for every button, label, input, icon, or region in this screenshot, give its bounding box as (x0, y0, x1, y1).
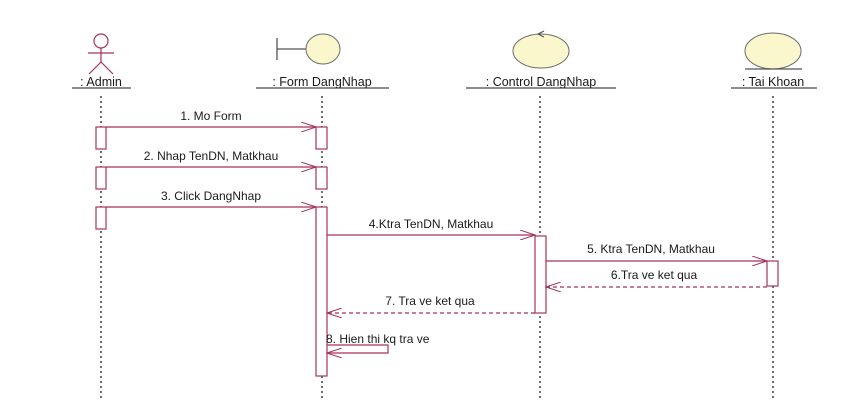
actor-icon (88, 33, 114, 75)
participant-form[interactable]: : Form DangNhap (256, 33, 389, 89)
message-2[interactable]: 2. Nhap TenDN, Matkhau (106, 149, 316, 167)
message-6[interactable]: 6.Tra ve ket qua (546, 268, 767, 287)
message-8[interactable]: 8. Hien thi kq tra ve (326, 332, 430, 353)
message-arrow (327, 344, 389, 353)
activation-admin-2 (95, 166, 107, 190)
message-label: 8. Hien thi kq tra ve (326, 332, 430, 346)
control-icon (512, 30, 570, 69)
message-label: 3. Click DangNhap (161, 189, 261, 203)
message-label: 4.Ktra TenDN, Matkhau (369, 217, 494, 231)
message-4[interactable]: 4.Ktra TenDN, Matkhau (327, 217, 535, 235)
message-3[interactable]: 3. Click DangNhap (106, 189, 316, 207)
participant-control[interactable]: : Control DangNhap (466, 30, 616, 89)
participant-taikhoan[interactable]: : Tai Khoan (731, 32, 817, 89)
activation-admin-1 (95, 126, 107, 150)
entity-icon (744, 32, 802, 70)
participant-label: : Tai Khoan (742, 75, 804, 89)
participant-admin[interactable]: : Admin (72, 33, 131, 89)
message-label: 1. Mo Form (180, 109, 241, 123)
participant-label: : Control DangNhap (486, 75, 597, 89)
participant-label: : Form DangNhap (272, 75, 371, 89)
message-5[interactable]: 5. Ktra TenDN, Matkhau (546, 242, 767, 261)
message-7[interactable]: 7. Tra ve ket qua (327, 294, 535, 313)
participant-label: : Admin (80, 75, 122, 89)
activation-form-2 (315, 166, 328, 190)
message-label: 6.Tra ve ket qua (611, 268, 698, 282)
activation-admin-3 (95, 206, 107, 230)
activation-taikhoan (766, 260, 779, 287)
message-label: 5. Ktra TenDN, Matkhau (587, 242, 715, 256)
activation-control (534, 235, 547, 314)
message-label: 2. Nhap TenDN, Matkhau (144, 149, 279, 163)
activation-form-3 (315, 206, 328, 377)
message-label: 7. Tra ve ket qua (385, 294, 475, 308)
message-1[interactable]: 1. Mo Form (106, 109, 316, 127)
boundary-icon (276, 33, 341, 65)
activation-form-1 (315, 126, 328, 150)
